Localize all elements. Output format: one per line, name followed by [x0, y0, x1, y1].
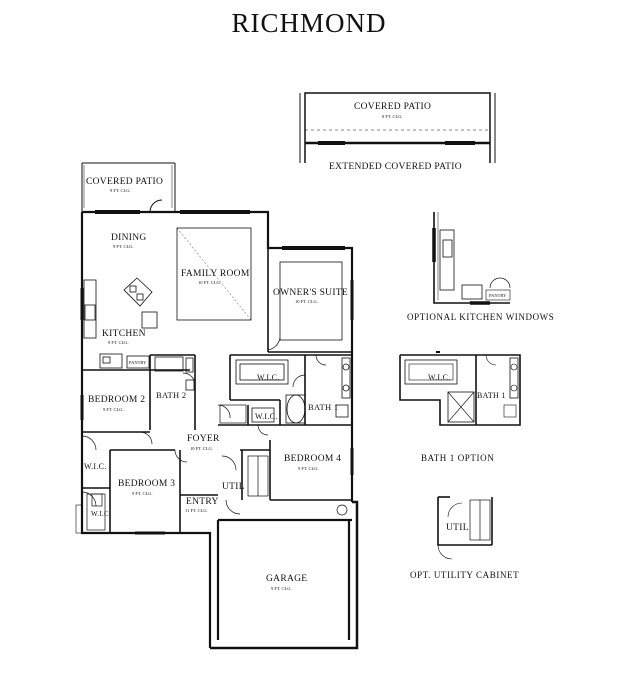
rear-patio-frame — [81, 162, 250, 214]
label-owners-suite: OWNER'S SUITE — [273, 288, 349, 298]
closets — [86, 404, 348, 531]
bath2-fixtures — [154, 356, 195, 391]
label-covered-patio-top: COVERED PATIO — [354, 102, 432, 112]
ceiling-dining: 9 FT. CLG. — [113, 244, 134, 249]
ceiling-covered-patio-top: 9 FT. CLG. — [382, 114, 403, 119]
bath1-fixtures — [235, 357, 351, 424]
label-opt-bath-1: BATH 1 — [477, 391, 506, 400]
kitchen-fixtures — [83, 277, 158, 369]
ceiling-bedroom-2: 9 FT. CLG. — [103, 407, 124, 412]
caption-opt-utility-cabinet: OPT. UTILITY CABINET — [410, 570, 520, 580]
label-dining: DINING — [111, 233, 147, 243]
door-swings — [81, 337, 327, 515]
label-wic-owner: W.I.C. — [257, 373, 280, 382]
label-wic-bedroom-2: W.I.C. — [84, 462, 107, 471]
label-bath-1: BATH 1 — [308, 402, 339, 412]
interior-walls — [82, 248, 352, 533]
label-bedroom-4: BEDROOM 4 — [284, 454, 342, 464]
ceiling-owners-suite: 10 FT. CLG. — [295, 299, 318, 304]
label-bath-2: BATH 2 — [156, 390, 187, 400]
caption-bath-1-option: BATH 1 OPTION — [421, 453, 495, 463]
opt-utility-drawing — [437, 496, 493, 560]
opt-kitchen-drawing — [432, 212, 511, 305]
label-opt-util: UTIL — [446, 523, 469, 533]
family-ceiling — [176, 227, 252, 321]
ceiling-foyer: 10 FT. CLG. — [190, 446, 213, 451]
label-opt-wic: W.I.C. — [428, 373, 451, 382]
ceiling-covered-patio: 9 FT. CLG. — [110, 188, 131, 193]
label-family-room: FAMILY ROOM — [181, 269, 250, 279]
windows — [80, 280, 354, 535]
plan-title: RICHMOND — [231, 8, 387, 38]
ceiling-garage: 9 FT. CLG. — [271, 586, 292, 591]
label-covered-patio: COVERED PATIO — [86, 177, 164, 187]
label-util: UTIL — [222, 482, 245, 492]
label-bedroom-3: BEDROOM 3 — [118, 479, 176, 489]
label-foyer: FOYER — [187, 434, 220, 444]
label-kitchen: KITCHEN — [102, 329, 146, 339]
label-wic-bath: W.I.C. — [255, 412, 278, 421]
ceiling-family-room: 10 FT. CLG. — [198, 280, 221, 285]
label-entry: ENTRY — [186, 497, 219, 507]
caption-optional-kitchen-windows: OPTIONAL KITCHEN WINDOWS — [407, 312, 555, 322]
ceiling-bedroom-4: 9 FT. CLG. — [298, 466, 319, 471]
owner-ceiling — [279, 246, 345, 341]
opt-bath1-drawing — [399, 351, 521, 426]
label-opt-pantry: PANTRY — [489, 293, 507, 298]
extended-patio-outline — [299, 92, 496, 163]
label-garage: GARAGE — [266, 574, 308, 584]
ceiling-kitchen: 9 FT. CLG. — [108, 340, 129, 345]
label-wic-bedroom-3: W.I.C. — [91, 510, 112, 518]
label-pantry: PANTRY — [129, 360, 147, 365]
ceiling-entry: 11 FT. CLG. — [185, 508, 208, 513]
label-bedroom-2: BEDROOM 2 — [88, 395, 146, 405]
label-extended-covered-patio: EXTENDED COVERED PATIO — [329, 162, 462, 172]
ceiling-bedroom-3: 9 FT. CLG. — [132, 491, 153, 496]
